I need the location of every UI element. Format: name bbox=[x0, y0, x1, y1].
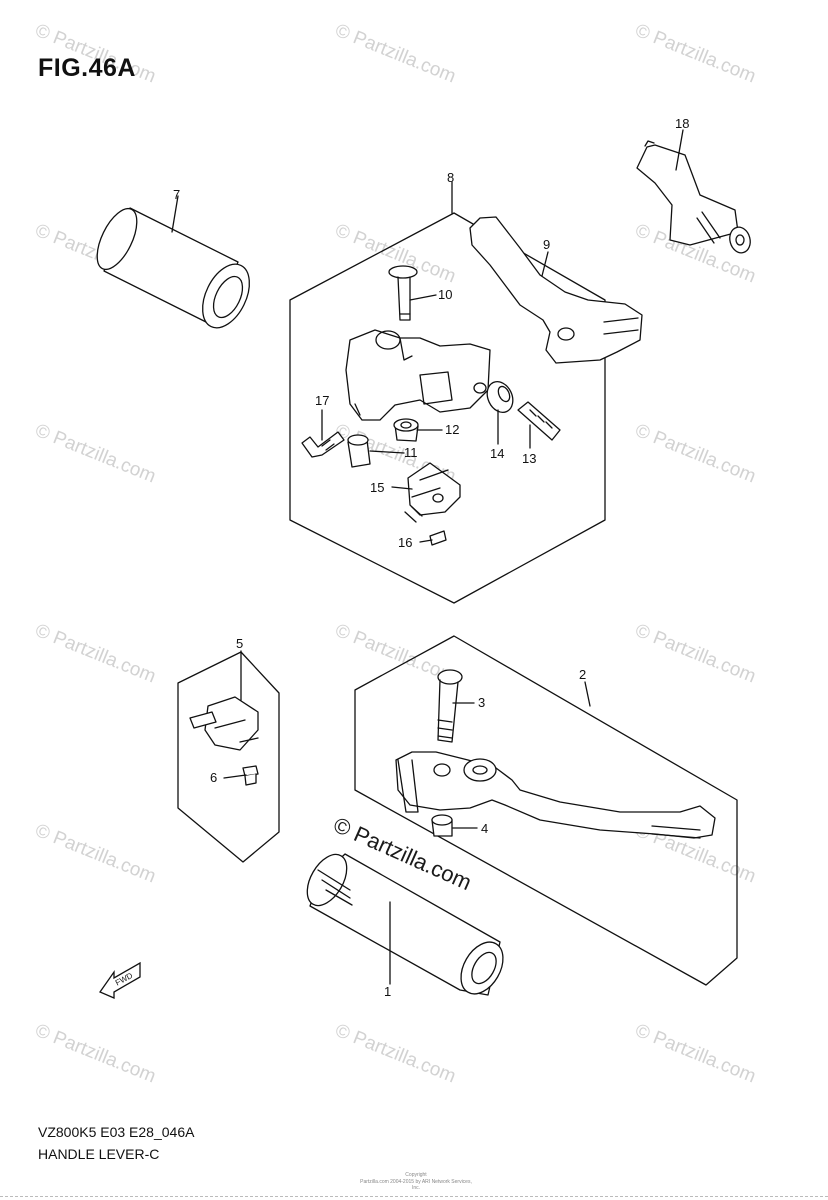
callout-12: 12 bbox=[445, 422, 459, 437]
leader-7 bbox=[171, 195, 179, 233]
copyright-line-1: Copyright bbox=[405, 1172, 427, 1178]
callout-5: 5 bbox=[236, 636, 243, 651]
callout-3: 3 bbox=[478, 695, 485, 710]
callout-9: 9 bbox=[543, 237, 550, 252]
part-3-bolt bbox=[437, 669, 463, 743]
figure-caption: HANDLE LEVER-C bbox=[38, 1146, 160, 1162]
leader-15 bbox=[391, 486, 413, 490]
callout-13: 13 bbox=[522, 451, 536, 466]
callout-14: 14 bbox=[490, 446, 504, 461]
part-1-throttle-grip bbox=[306, 853, 504, 996]
leader-2 bbox=[584, 681, 591, 707]
callout-8: 8 bbox=[447, 170, 454, 185]
part-4-nut bbox=[431, 814, 453, 837]
leader-10 bbox=[409, 294, 437, 301]
callout-11: 11 bbox=[404, 445, 418, 460]
callout-1: 1 bbox=[384, 984, 391, 999]
callout-18: 18 bbox=[675, 116, 689, 131]
fwd-arrow-icon: FWD bbox=[99, 961, 141, 999]
part-11-collar bbox=[347, 434, 371, 468]
group-box-8 bbox=[289, 212, 606, 604]
callout-10: 10 bbox=[438, 287, 452, 302]
leader-18 bbox=[675, 129, 684, 171]
callout-15: 15 bbox=[370, 480, 384, 495]
copyright-line-2: Partzilla.com 2004-2015 by ARI Network S… bbox=[360, 1179, 472, 1191]
group-box-2 bbox=[354, 635, 738, 986]
callout-17: 17 bbox=[315, 393, 329, 408]
leader-11 bbox=[369, 450, 405, 454]
part-8-holder bbox=[345, 329, 491, 421]
part-12-nut bbox=[393, 418, 419, 442]
callout-4: 4 bbox=[481, 821, 488, 836]
callout-7: 7 bbox=[173, 187, 180, 202]
part-18-cover bbox=[636, 140, 751, 254]
part-6-screw bbox=[242, 765, 259, 786]
part-10-pin bbox=[388, 265, 418, 321]
leader-16 bbox=[419, 539, 433, 543]
leader-9 bbox=[541, 251, 549, 277]
part-13-spring bbox=[517, 401, 561, 441]
figure-title: FIG.46A bbox=[38, 54, 136, 82]
part-5-switch bbox=[189, 696, 259, 751]
callout-16: 16 bbox=[398, 535, 412, 550]
part-9-lever bbox=[469, 216, 643, 364]
part-15-switch bbox=[404, 462, 461, 523]
part-17-screw bbox=[301, 431, 345, 458]
bottom-rule bbox=[0, 1196, 828, 1197]
part-2-lever bbox=[395, 751, 716, 839]
part-14-adjuster bbox=[486, 380, 514, 414]
part-16-screw bbox=[429, 530, 447, 546]
group-box-5 bbox=[177, 651, 280, 863]
part-7-grip bbox=[96, 207, 251, 329]
callout-6: 6 bbox=[210, 770, 217, 785]
model-code: VZ800K5 E03 E28_046A bbox=[38, 1124, 195, 1140]
leader-6 bbox=[223, 774, 247, 779]
callout-2: 2 bbox=[579, 667, 586, 682]
